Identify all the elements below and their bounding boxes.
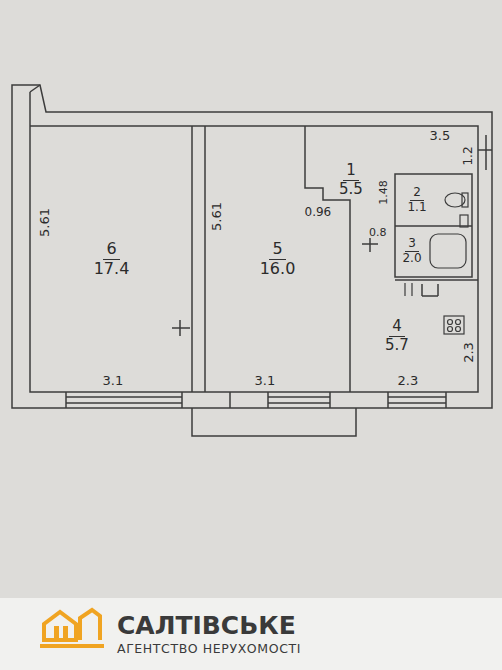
room: 21.1 bbox=[396, 175, 438, 225]
walls bbox=[12, 85, 492, 436]
dimension: 5.61 bbox=[209, 201, 222, 232]
dimension: 3.1 bbox=[102, 374, 125, 387]
room-number: 2 bbox=[410, 186, 424, 201]
brand-text: САЛТІВСЬКЕ bbox=[116, 613, 297, 638]
dimension: 2.3 bbox=[397, 374, 420, 387]
dimension: 1.2 bbox=[461, 145, 473, 166]
room-area: 2.0 bbox=[399, 252, 424, 266]
room-number: 3 bbox=[405, 237, 419, 252]
room-number: 4 bbox=[389, 318, 405, 336]
room: 617.4 bbox=[32, 127, 191, 391]
room: 32.0 bbox=[396, 227, 428, 276]
dimension: 3.5 bbox=[429, 129, 452, 142]
brand-text: АГЕНТСТВО НЕРУХОМОСТІ bbox=[116, 643, 302, 656]
room-area: 1.1 bbox=[404, 201, 429, 215]
brand-logo bbox=[40, 610, 104, 648]
room: 516.0 bbox=[206, 127, 349, 391]
room-number: 5 bbox=[269, 240, 285, 259]
room-area: 5.7 bbox=[382, 337, 412, 354]
room-number: 6 bbox=[103, 240, 119, 259]
brand-band bbox=[0, 598, 502, 670]
room-number: 1 bbox=[343, 162, 359, 180]
dimension: 5.61 bbox=[37, 207, 50, 238]
room-area: 17.4 bbox=[91, 260, 133, 278]
dimension: 0.96 bbox=[304, 206, 333, 218]
dimension: 2.3 bbox=[461, 341, 474, 364]
room-area: 16.0 bbox=[257, 260, 299, 278]
dimension: 0.8 bbox=[368, 227, 388, 238]
room-area: 5.5 bbox=[336, 181, 366, 198]
dimension: 1.48 bbox=[377, 179, 388, 206]
dimension: 3.1 bbox=[254, 374, 277, 387]
